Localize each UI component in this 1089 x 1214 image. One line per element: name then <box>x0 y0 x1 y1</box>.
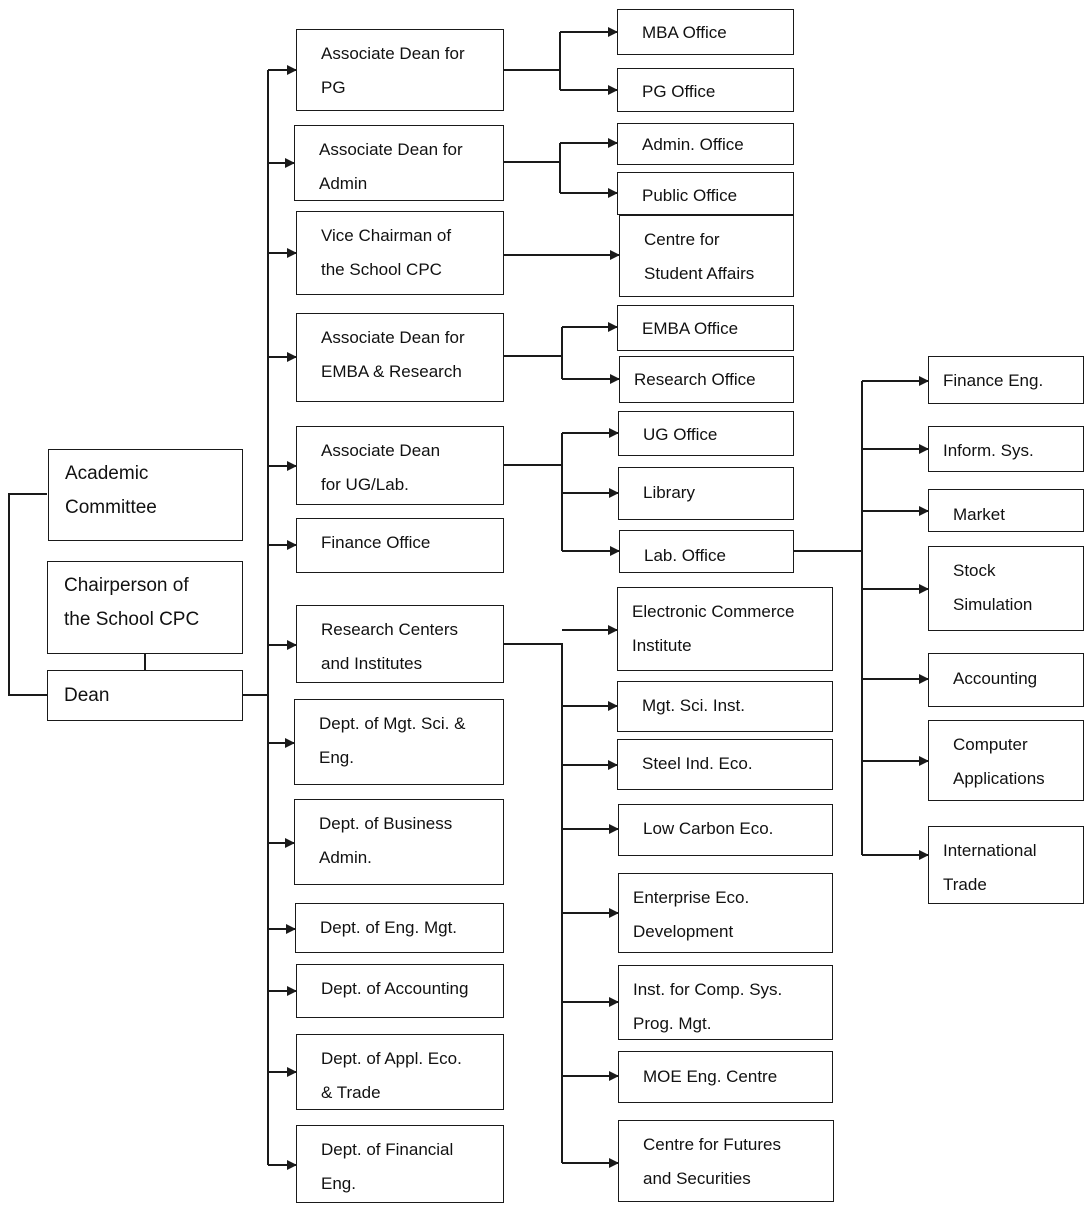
mgt-sci-inst-box: Mgt. Sci. Inst. <box>617 681 833 732</box>
research-office-box: Research Office <box>619 356 794 403</box>
vice-chairman-box: Vice Chairman of the School CPC <box>296 211 504 295</box>
research-branch-stem <box>503 643 563 1163</box>
lab-market-box: Market <box>928 489 1084 532</box>
assoc-dean-admin-box: Associate Dean for Admin <box>294 125 504 201</box>
centre-student-affairs-box: Centre for Student Affairs <box>619 215 794 297</box>
dean-box: Dean <box>47 670 243 721</box>
lab-finance-eng-box: Finance Eng. <box>928 356 1084 404</box>
dept-business-admin-box: Dept. of Business Admin. <box>294 799 504 885</box>
research-centers-box: Research Centers and Institutes <box>296 605 504 683</box>
ug-office-box: UG Office <box>618 411 794 456</box>
lab-accounting-box: Accounting <box>928 653 1084 707</box>
low-carbon-eco-box: Low Carbon Eco. <box>618 804 833 856</box>
public-office-box: Public Office <box>617 172 794 215</box>
pg-branch-stem <box>503 32 561 71</box>
emba-office-box: EMBA Office <box>617 305 794 351</box>
lab-intl-trade-box: International Trade <box>928 826 1084 904</box>
inst-comp-sys-box: Inst. for Comp. Sys. Prog. Mgt. <box>618 965 833 1040</box>
moe-eng-centre-box: MOE Eng. Centre <box>618 1051 833 1103</box>
chairperson-cpc-box: Chairperson of the School CPC <box>47 561 243 654</box>
academic-committee-box: Academic Committee <box>48 449 243 541</box>
enterprise-eco-box: Enterprise Eco. Development <box>618 873 833 953</box>
dept-accounting-box: Dept. of Accounting <box>296 964 504 1018</box>
lab-inform-sys-box: Inform. Sys. <box>928 426 1084 472</box>
admin-branch-stem <box>503 143 561 163</box>
lab-office-box: Lab. Office <box>619 530 794 573</box>
dept-eng-mgt-box: Dept. of Eng. Mgt. <box>295 903 504 953</box>
dean-to-committee-bracket <box>8 493 47 696</box>
assoc-dean-emba-box: Associate Dean for EMBA & Research <box>296 313 504 402</box>
dept-mgt-sci-box: Dept. of Mgt. Sci. & Eng. <box>294 699 504 785</box>
emba-branch-stem <box>503 327 563 357</box>
ecommerce-institute-box: Electronic Commerce Institute <box>617 587 833 671</box>
dept-financial-eng-box: Dept. of Financial Eng. <box>296 1125 504 1203</box>
lab-computer-app-box: Computer Applications <box>928 720 1084 801</box>
assoc-dean-pg-box: Associate Dean for PG <box>296 29 504 111</box>
steel-ind-eco-box: Steel Ind. Eco. <box>617 739 833 790</box>
assoc-dean-ug-box: Associate Dean for UG/Lab. <box>296 426 504 505</box>
mba-office-box: MBA Office <box>617 9 794 55</box>
dept-appl-eco-box: Dept. of Appl. Eco. & Trade <box>296 1034 504 1110</box>
pg-office-box: PG Office <box>617 68 794 112</box>
lab-branch-stem <box>793 381 863 552</box>
ug-branch-stem <box>503 433 563 466</box>
finance-office-box: Finance Office <box>296 518 504 573</box>
library-box: Library <box>618 467 794 520</box>
centre-futures-box: Centre for Futures and Securities <box>618 1120 834 1202</box>
lab-stock-sim-box: Stock Simulation <box>928 546 1084 631</box>
admin-office-box: Admin. Office <box>617 123 794 165</box>
